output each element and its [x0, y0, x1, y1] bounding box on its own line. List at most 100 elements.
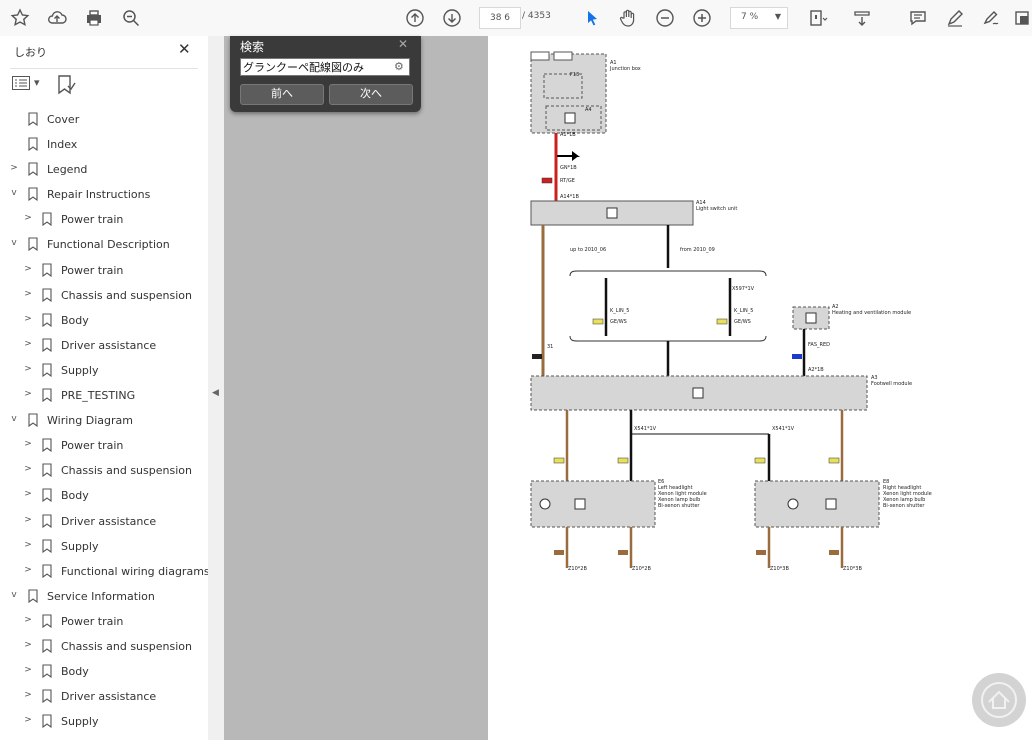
- share-icon[interactable]: [1012, 6, 1032, 30]
- bookmark-icon: [42, 564, 52, 578]
- chevron-right-icon[interactable]: >: [24, 439, 32, 450]
- fuse-f13: [543, 73, 583, 99]
- page-number-input[interactable]: 38 6: [479, 7, 521, 29]
- diagram-label: from 2010_09: [680, 247, 715, 253]
- diagram-label: K_LIN_5: [734, 308, 753, 314]
- chevron-right-icon[interactable]: >: [24, 489, 32, 500]
- bookmark-item[interactable]: > Power train: [0, 208, 208, 233]
- chevron-down-icon[interactable]: v: [11, 188, 17, 199]
- highlight-pen-icon[interactable]: [943, 6, 967, 30]
- chevron-down-icon[interactable]: v: [11, 589, 17, 600]
- next-button[interactable]: 次へ: [329, 84, 413, 105]
- chevron-right-icon[interactable]: >: [24, 263, 32, 274]
- bookmark-item[interactable]: >Chassis and suspension: [0, 459, 208, 484]
- chevron-right-icon[interactable]: >: [24, 288, 32, 299]
- page-up-icon[interactable]: [403, 6, 427, 30]
- bookmark-item[interactable]: >Driver assistance: [0, 510, 208, 535]
- chevron-right-icon[interactable]: >: [24, 639, 32, 650]
- close-icon[interactable]: ✕: [178, 40, 191, 58]
- options-menu-button[interactable]: ▾: [12, 76, 46, 94]
- diagram-label: Z10*3B: [770, 566, 789, 572]
- chevron-right-icon[interactable]: >: [24, 539, 32, 550]
- fit-page-icon[interactable]: [806, 6, 830, 30]
- bookmark-icon: [42, 664, 52, 679]
- bookmark-icon: [28, 137, 38, 152]
- add-bookmark-button[interactable]: [56, 74, 76, 96]
- chevron-right-icon[interactable]: >: [24, 715, 32, 726]
- search-input[interactable]: グランクーペ配線図のみ: [240, 58, 410, 76]
- bookmark-item[interactable]: >Supply: [0, 710, 208, 735]
- zoom-out-icon[interactable]: [653, 6, 677, 30]
- wire-color-swatch: [828, 457, 840, 464]
- chevron-right-icon[interactable]: >: [24, 338, 32, 349]
- chevron-right-icon[interactable]: >: [24, 389, 32, 400]
- fuse-symbol: [553, 51, 573, 61]
- bookmark-label: Driver assistance: [61, 690, 157, 704]
- bookmark-item[interactable]: >Chassis and suspension: [0, 284, 208, 309]
- bookmark-item[interactable]: >Supply: [0, 359, 208, 384]
- select-cursor-icon[interactable]: [580, 6, 604, 30]
- bookmark-icon: [42, 488, 52, 503]
- chevron-right-icon[interactable]: >: [24, 564, 32, 575]
- bookmark-item[interactable]: Index: [0, 133, 208, 158]
- scroll-mode-icon[interactable]: [850, 6, 874, 30]
- chevron-down-icon[interactable]: v: [11, 238, 17, 249]
- lamp-icon: [787, 498, 799, 510]
- star-icon[interactable]: [8, 6, 32, 30]
- chevron-right-icon[interactable]: >: [24, 614, 32, 625]
- bookmark-item[interactable]: >Supply: [0, 535, 208, 560]
- print-icon[interactable]: [82, 6, 106, 30]
- bookmark-item[interactable]: >Power train: [0, 259, 208, 284]
- zoom-select[interactable]: 7 %▼: [730, 7, 788, 29]
- hand-icon[interactable]: [616, 6, 640, 30]
- bookmark-item[interactable]: > Chassis and suspension: [0, 635, 208, 660]
- chevron-right-icon[interactable]: >: [24, 213, 32, 224]
- left-headlight-module: [530, 480, 656, 528]
- bookmark-item[interactable]: > Body: [0, 309, 208, 334]
- sign-icon[interactable]: [980, 6, 1004, 30]
- chevron-right-icon[interactable]: >: [24, 514, 32, 525]
- chevron-right-icon[interactable]: >: [24, 464, 32, 475]
- wiring-diagram: A1 Junction box F13 A4 A1*1B GN*1B RT/GE…: [530, 51, 932, 572]
- bookmark-item[interactable]: >Driver assistance: [0, 334, 208, 359]
- zoom-value: 7 %: [741, 12, 759, 22]
- previous-button[interactable]: 前へ: [240, 84, 324, 105]
- wire-color-swatch: [756, 550, 766, 555]
- page-down-icon[interactable]: [440, 6, 464, 30]
- bookmark-label: Body: [61, 313, 89, 327]
- bookmark-item[interactable]: >Power train: [0, 610, 208, 635]
- bookmark-item[interactable]: >Power train: [0, 434, 208, 459]
- diagram-label: A1*1B: [560, 132, 576, 138]
- bookmark-item[interactable]: >PRE_TESTING: [0, 384, 208, 409]
- wire-color-swatch: [554, 550, 564, 555]
- bookmark-item[interactable]: > Driver assistance: [0, 685, 208, 710]
- zoom-in-icon[interactable]: [690, 6, 714, 30]
- bookmark-item[interactable]: >Functional wiring diagrams: [0, 560, 208, 585]
- bookmark-label: Chassis and suspension: [61, 639, 192, 653]
- chevron-right-icon[interactable]: >: [24, 690, 32, 701]
- chevron-right-icon[interactable]: >: [10, 163, 18, 174]
- panel-collapse-handle[interactable]: ◀: [208, 36, 225, 740]
- wire-color-swatch: [716, 318, 728, 325]
- bookmark-item[interactable]: >Body: [0, 484, 208, 509]
- chevron-right-icon[interactable]: >: [24, 313, 32, 324]
- bookmark-item[interactable]: >Body: [0, 660, 208, 685]
- zoom-search-icon[interactable]: [119, 6, 143, 30]
- bookmark-item[interactable]: >Legend: [0, 158, 208, 183]
- chevron-right-icon[interactable]: >: [24, 665, 32, 676]
- close-icon[interactable]: ✕: [398, 37, 409, 51]
- chevron-right-icon[interactable]: >: [24, 363, 32, 374]
- fuse-symbol: [530, 51, 550, 61]
- upload-icon[interactable]: [45, 6, 69, 30]
- comment-icon[interactable]: [906, 6, 930, 30]
- gear-icon[interactable]: ⚙: [394, 60, 404, 73]
- chevron-down-icon[interactable]: v: [11, 414, 17, 425]
- bookmark-item[interactable]: Cover: [0, 108, 208, 133]
- wire-color-swatch: [541, 177, 553, 184]
- bookmark-label: Power train: [61, 213, 124, 227]
